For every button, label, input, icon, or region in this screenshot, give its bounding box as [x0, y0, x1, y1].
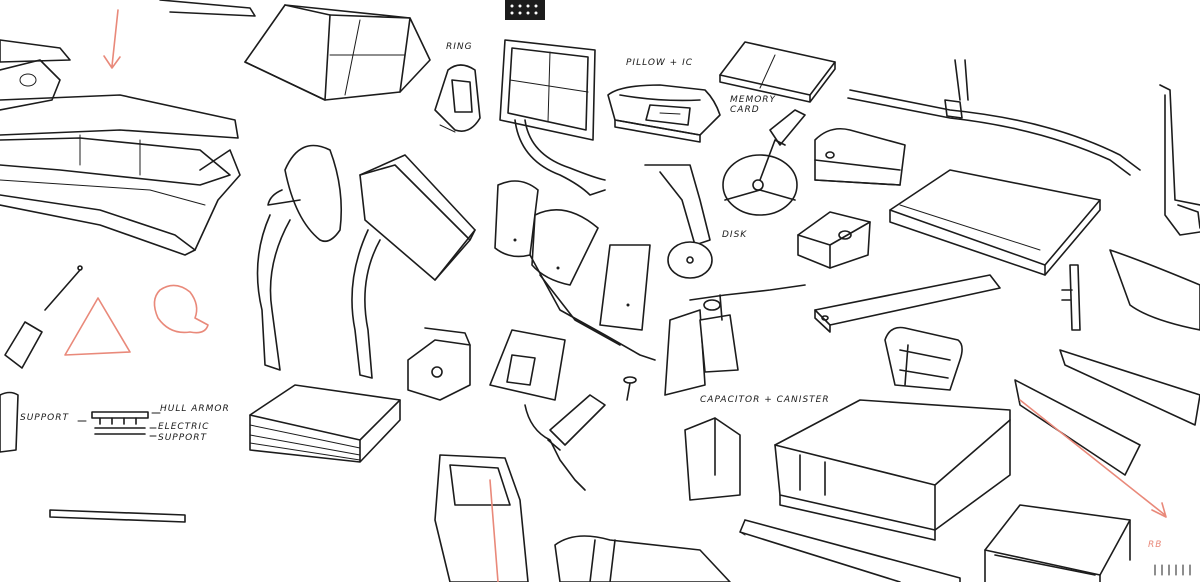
pillow-ic-sketch — [607, 84, 721, 143]
label-hull-armor: Hull armor — [160, 404, 230, 414]
canister-hose-sketch — [351, 154, 476, 379]
stand-disk-sketch — [644, 164, 713, 279]
flat-tray-sketch — [889, 169, 1101, 276]
hatch-marks — [1154, 564, 1191, 576]
signature: RB — [1148, 540, 1163, 550]
right-device-sketch — [1159, 84, 1200, 236]
memory-card-disk-sketch — [722, 109, 806, 216]
tent-block-sketch — [244, 4, 431, 101]
canister-set-sketch — [494, 180, 656, 361]
rod-sketch — [44, 265, 83, 311]
chair-sketch — [884, 326, 963, 391]
triangle-sketch — [64, 297, 131, 356]
bottom-frame-sketch — [434, 454, 529, 582]
label-support-layer: Support — [158, 433, 207, 443]
label-pillow-ic: Pillow + ic — [626, 58, 694, 68]
label-disk: Disk — [722, 230, 748, 240]
strap-sketch — [847, 59, 1141, 176]
label-capacitor-canister: Capacitor + canister — [700, 395, 830, 405]
folded-card-sketch — [684, 417, 741, 501]
capacitor-canister-sketch — [664, 284, 806, 396]
bottom-roller-sketch — [554, 535, 731, 582]
small-case-sketch — [814, 127, 906, 186]
strip-sketch — [49, 509, 186, 523]
cushion-box-sketch — [774, 399, 1011, 541]
blob-sketch — [153, 284, 209, 334]
wallet-card-sketch — [719, 41, 836, 103]
stacked-layers-sketch — [249, 384, 401, 463]
label-electric: Electric — [158, 422, 210, 432]
pin-sketch — [623, 376, 637, 401]
cable-plug-sketch — [524, 394, 606, 491]
bracket-right-sketch — [1061, 249, 1200, 331]
channel-bars-sketch — [1014, 349, 1200, 476]
hull-armor-diagram — [77, 411, 161, 437]
cylinder-small-sketch — [4, 321, 43, 369]
tablet-sketch — [499, 39, 606, 196]
direction-arrow-bottom — [1019, 399, 1167, 518]
label-memory-card: Memory card — [730, 95, 777, 115]
direction-arrow-top — [103, 9, 121, 69]
leaf-canister-sketch — [256, 144, 342, 371]
rail-bar-sketch — [814, 274, 1001, 333]
ring-band-sketch — [434, 64, 481, 133]
chip-icon — [505, 0, 545, 20]
switch-plate-sketch — [489, 329, 566, 401]
ship-hull-sketch — [0, 0, 256, 256]
label-support: Support — [20, 413, 69, 423]
bottom-slab-sketch — [739, 519, 961, 582]
cylinder-tall-sketch — [0, 391, 19, 453]
connector-plate-sketch — [407, 327, 471, 401]
disk-block-sketch — [797, 211, 871, 269]
label-ring: Ring — [446, 42, 473, 52]
bottom-box-sketch — [984, 504, 1131, 582]
